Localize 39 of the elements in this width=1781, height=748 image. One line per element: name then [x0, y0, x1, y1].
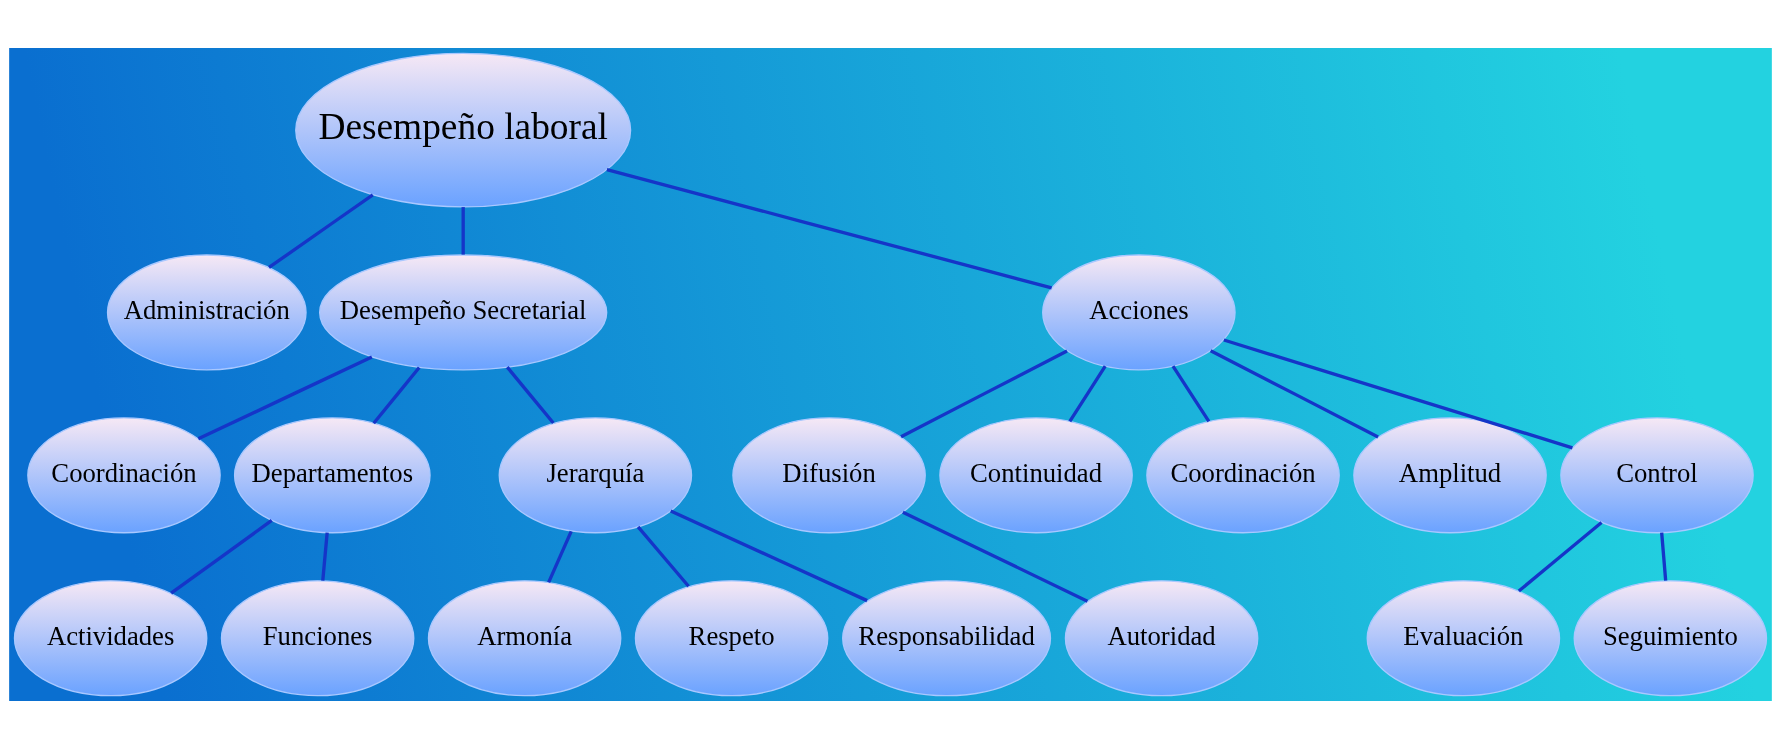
connector: [1209, 348, 1379, 438]
connector: [900, 348, 1068, 438]
connector: [1068, 364, 1107, 422]
node-ellipse: Desempeño Secretarial: [319, 253, 608, 370]
connector: [461, 206, 465, 255]
node-ellipse: Coordinación: [27, 416, 221, 533]
node-ellipse: Departamentos: [233, 416, 431, 533]
node-ellipse: Seguimiento: [1573, 579, 1768, 696]
connector: [268, 192, 374, 269]
node-ellipse: Acciones: [1042, 253, 1236, 370]
node-ellipse: Armonía: [427, 579, 622, 696]
connector: [505, 365, 555, 424]
node-ellipse: Difusión: [732, 416, 926, 533]
node-ellipse: Respeto: [634, 579, 829, 696]
connector: [1517, 520, 1603, 592]
node-ellipse: Autoridad: [1064, 579, 1259, 696]
connector: [606, 167, 1053, 289]
node-ellipse: Actividades: [13, 579, 208, 696]
connector: [1171, 364, 1211, 422]
connector: [902, 510, 1089, 603]
node-ellipse: Evaluación: [1366, 579, 1561, 696]
connector: [670, 509, 868, 602]
node-ellipse: Coordinación: [1146, 416, 1340, 533]
connector: [321, 532, 329, 581]
connector: [1223, 337, 1573, 449]
node-ellipse: Continuidad: [939, 416, 1133, 533]
node-ellipse: Jerarquía: [498, 416, 693, 533]
connector: [1660, 532, 1668, 581]
node-ellipse: Amplitud: [1353, 416, 1547, 533]
connector: [547, 530, 573, 583]
connector: [197, 354, 373, 440]
connector: [372, 366, 421, 424]
node-ellipse: Funciones: [220, 579, 415, 696]
node-ellipse: Responsabilidad: [842, 579, 1052, 696]
node-ellipse: Administración: [106, 253, 307, 370]
connector: [636, 525, 690, 587]
node-ellipse: Desempeño laboral: [295, 52, 632, 208]
node-ellipse: Control: [1560, 416, 1754, 533]
connector: [170, 518, 273, 595]
